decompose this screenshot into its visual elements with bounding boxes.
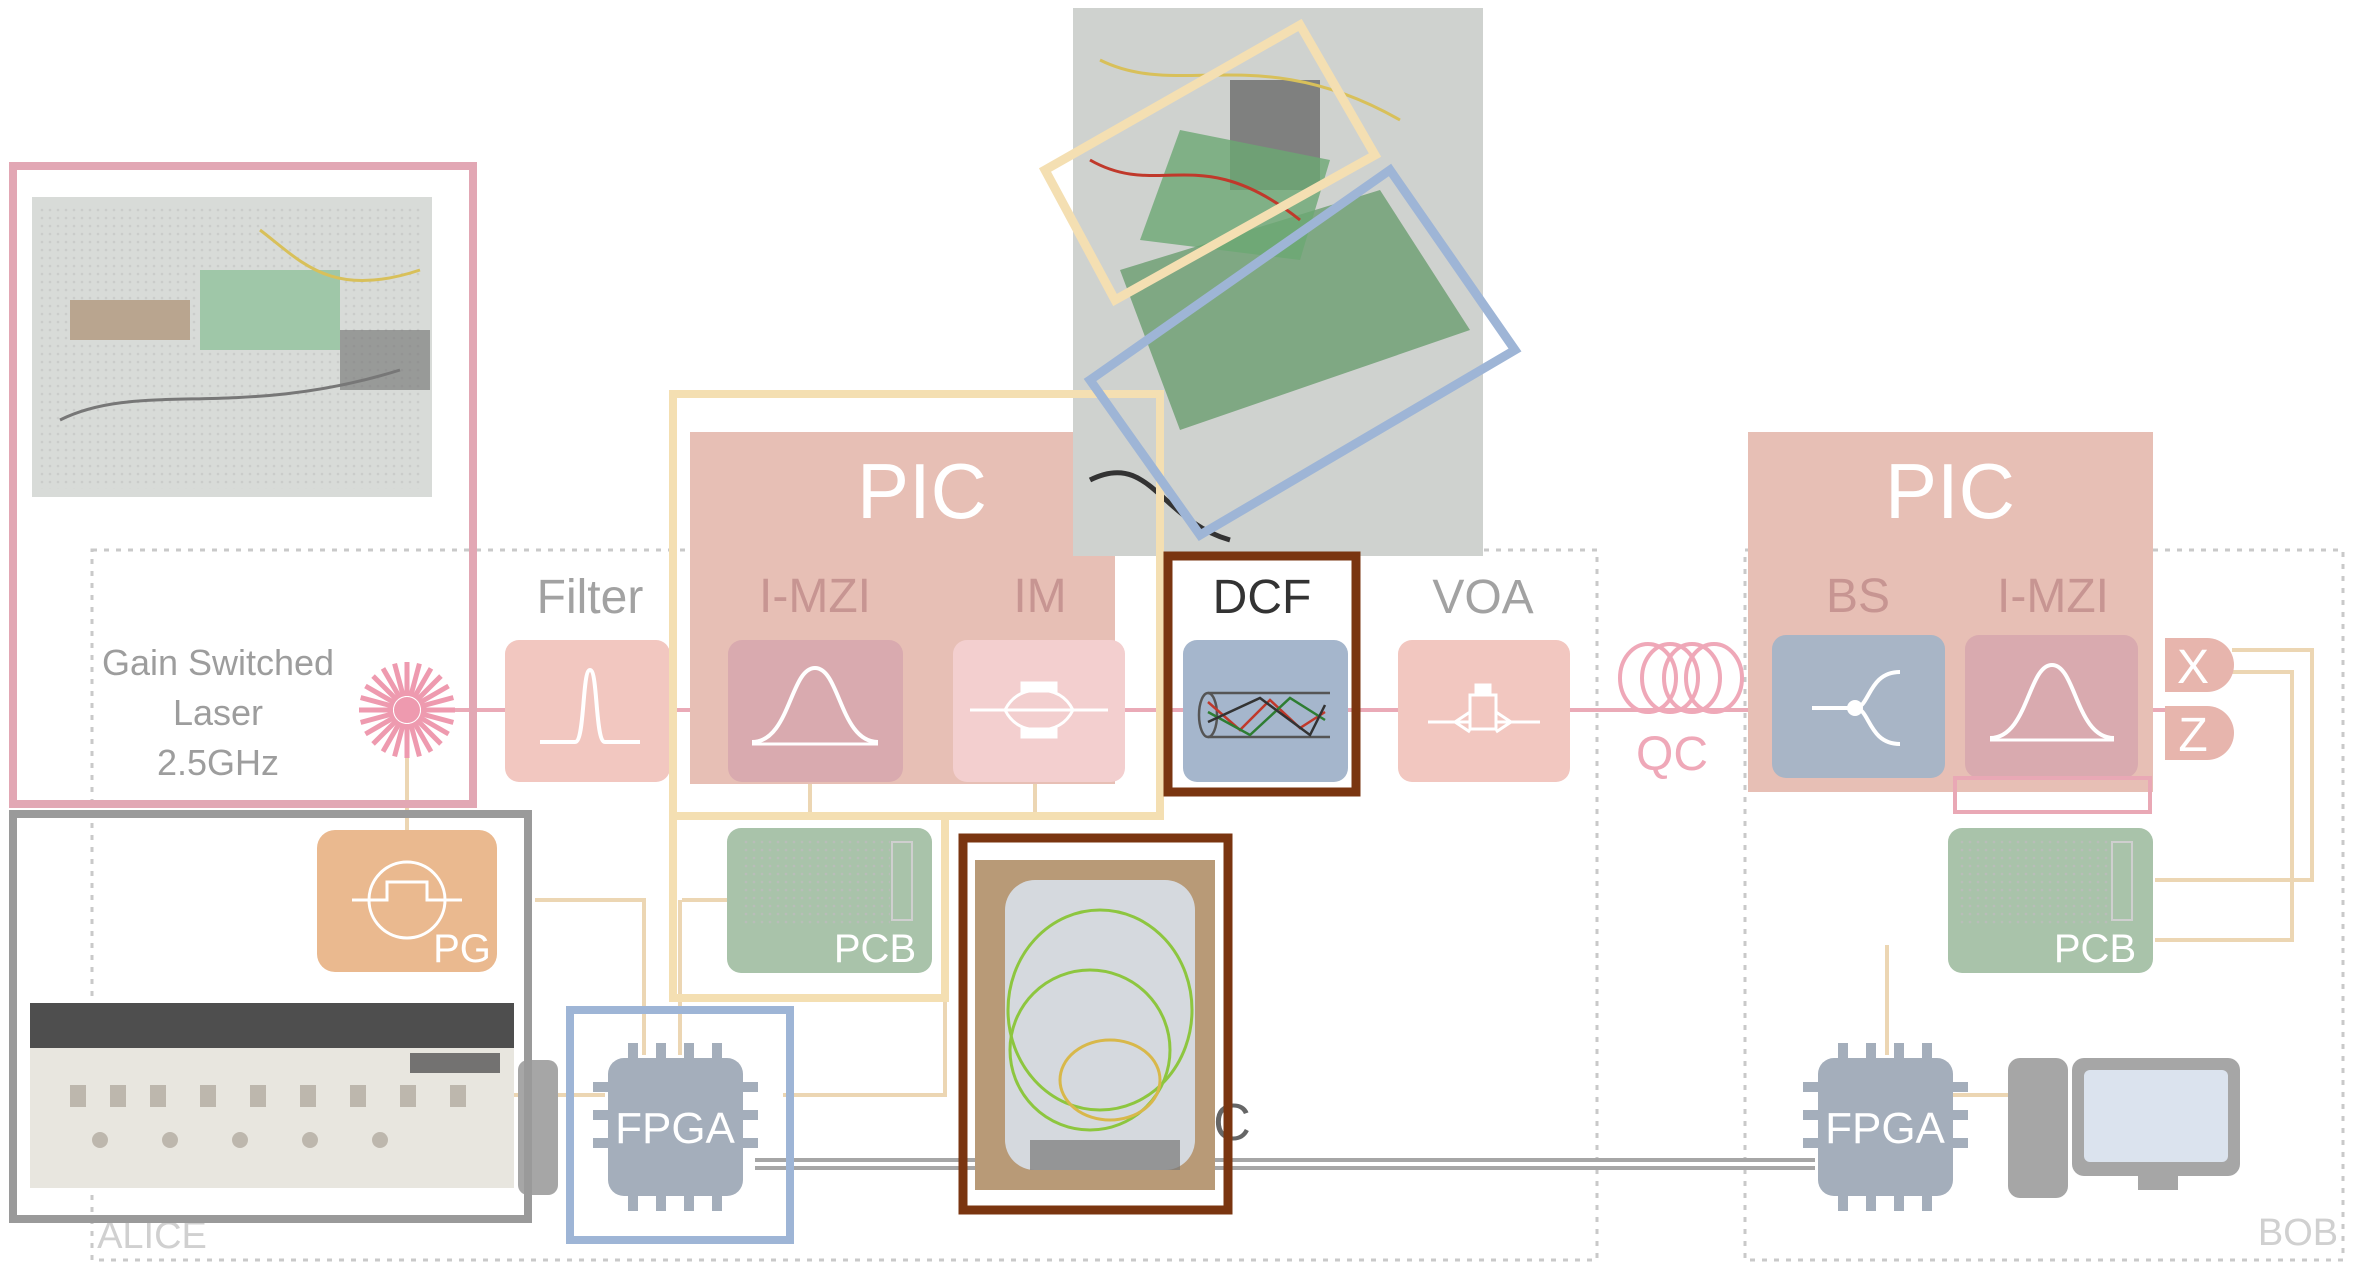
imzi-bob-label: I-MZI bbox=[1997, 570, 2109, 623]
pic-bob-label: PIC bbox=[1885, 447, 2015, 535]
voa-box bbox=[1398, 640, 1570, 782]
im-box bbox=[953, 640, 1125, 782]
fpga-alice-box: FPGA bbox=[593, 1043, 758, 1211]
fpga-alice-label: FPGA bbox=[615, 1104, 735, 1153]
z-port-label: Z bbox=[2178, 709, 2207, 762]
x-port-label: X bbox=[2177, 641, 2209, 694]
dcf-label: DCF bbox=[1213, 571, 1312, 624]
imzi-alice-box bbox=[728, 640, 903, 782]
pulse-generator-box: PG bbox=[317, 830, 497, 972]
laser-core bbox=[394, 697, 420, 723]
laser-label-line-2: Laser bbox=[173, 692, 263, 733]
im-label: IM bbox=[1013, 570, 1066, 623]
bs-box bbox=[1772, 635, 1945, 778]
qc-label: QC bbox=[1636, 728, 1708, 781]
laser-label-line-1: Gain Switched bbox=[102, 642, 334, 683]
pcb-bob-box: PCB bbox=[1948, 828, 2153, 973]
imzi-bob-box bbox=[1965, 635, 2138, 778]
pic-alice-label: PIC bbox=[857, 447, 987, 535]
pcb-bob-label: PCB bbox=[2054, 927, 2136, 971]
imzi-alice-label: I-MZI bbox=[759, 570, 871, 623]
x-port: X bbox=[2165, 638, 2234, 694]
voa-label: VOA bbox=[1432, 571, 1533, 624]
fpga-bob-box: FPGA bbox=[1803, 1043, 1968, 1211]
pcb-alice-box: PCB bbox=[727, 828, 932, 973]
boards-photo bbox=[1073, 8, 1483, 556]
pcb-icon bbox=[740, 838, 890, 928]
bs-label: BS bbox=[1826, 570, 1890, 623]
laser-label-line-3: 2.5GHz bbox=[157, 742, 279, 783]
pg-label: PG bbox=[433, 927, 491, 971]
pcb-icon bbox=[1960, 838, 2110, 928]
pulse-generator-photo bbox=[30, 1003, 514, 1188]
classical-channel-line bbox=[755, 1160, 1815, 1168]
bob-label: BOB bbox=[2258, 1212, 2338, 1254]
laser-board-photo bbox=[32, 197, 432, 497]
pcb-alice-label: PCB bbox=[834, 927, 916, 971]
computer-monitor-icon bbox=[2008, 1058, 2240, 1198]
fpga-bob-label: FPGA bbox=[1825, 1104, 1945, 1153]
filter-box bbox=[505, 640, 670, 782]
filter-label: Filter bbox=[537, 571, 644, 624]
z-port: Z bbox=[2165, 706, 2234, 762]
fiber-coil-icon bbox=[1620, 644, 1742, 712]
fiber-spool-photo bbox=[975, 860, 1215, 1190]
gain-switched-laser-label: Gain Switched Laser 2.5GHz bbox=[102, 642, 334, 783]
dcf-box bbox=[1183, 640, 1348, 782]
